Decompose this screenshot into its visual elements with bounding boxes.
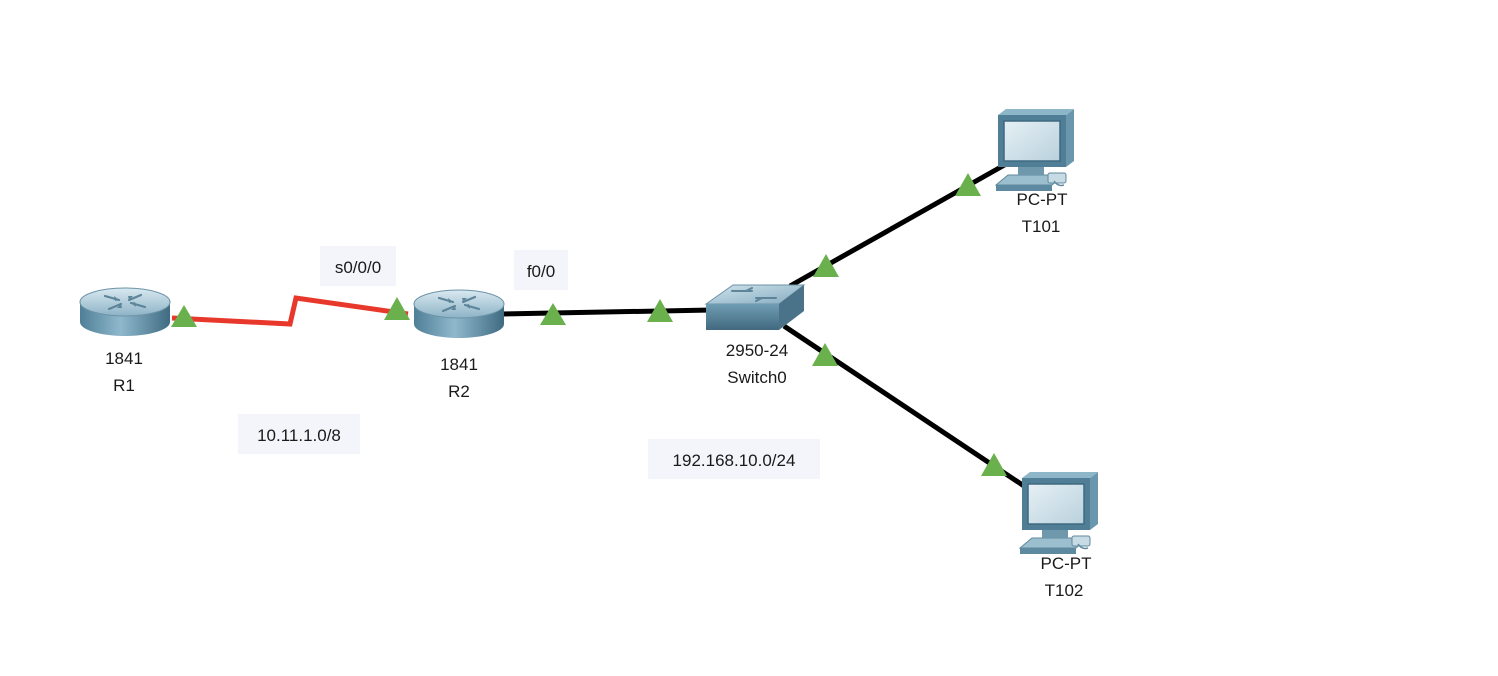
link-r2-switch0[interactable] [499, 307, 713, 317]
note-fast-interface[interactable]: f0/0 [514, 250, 568, 290]
switch-switch0[interactable] [704, 284, 806, 330]
note-lan-network[interactable]: 192.168.10.0/24 [648, 439, 820, 479]
note-serial-interface-text: s0/0/0 [335, 258, 381, 277]
link-r1-r2[interactable] [171, 295, 409, 327]
pc-t102[interactable] [1019, 471, 1099, 555]
link-up-indicator [812, 343, 838, 366]
note-fast-interface-text: f0/0 [527, 262, 555, 281]
note-serial-interface[interactable]: s0/0/0 [320, 246, 396, 286]
link-up-indicator [540, 303, 566, 325]
link-up-indicator [813, 254, 839, 277]
link-up-indicator [647, 299, 673, 322]
link-up-indicator [981, 453, 1007, 476]
router-r2-model: 1841 [440, 355, 478, 374]
pc-t101[interactable] [995, 108, 1075, 192]
switch-icon [704, 284, 806, 330]
switch0-model: 2950-24 [726, 341, 788, 360]
router-r1-name: R1 [113, 376, 135, 395]
router-r2-name: R2 [448, 382, 470, 401]
switch0-name: Switch0 [727, 368, 787, 387]
link-up-indicator [955, 173, 981, 196]
pc-t101-model: PC-PT [1017, 190, 1068, 209]
note-wan-network-text: 10.11.1.0/8 [257, 426, 341, 445]
note-lan-network-text: 192.168.10.0/24 [673, 451, 796, 470]
pc-t102-name: T102 [1045, 581, 1084, 600]
router-r1[interactable] [78, 286, 172, 338]
pc-icon [1019, 471, 1099, 555]
link-up-indicator [384, 297, 410, 320]
router-icon [412, 288, 506, 340]
pc-t101-name: T101 [1022, 217, 1061, 236]
router-icon [78, 286, 172, 338]
note-wan-network[interactable]: 10.11.1.0/8 [238, 414, 360, 454]
link-up-indicator [171, 305, 197, 327]
pc-t102-model: PC-PT [1041, 554, 1092, 573]
router-r1-model: 1841 [105, 349, 143, 368]
link-status-indicators [171, 173, 1007, 476]
router-r2[interactable] [412, 288, 506, 340]
pc-icon [995, 108, 1075, 192]
